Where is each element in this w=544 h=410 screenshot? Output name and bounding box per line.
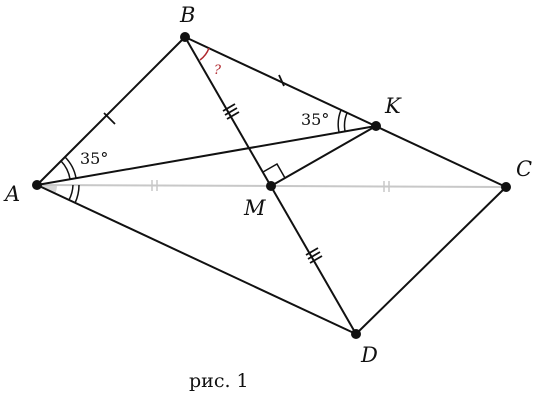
point-d xyxy=(351,329,361,339)
label-m: M xyxy=(243,196,266,220)
point-m xyxy=(266,181,276,191)
segment-ak xyxy=(36,125,377,186)
point-k xyxy=(371,121,381,131)
segment-cd xyxy=(355,186,507,335)
angle-arc-b-unknown xyxy=(199,47,210,61)
label-b: B xyxy=(179,3,195,27)
segment-ab xyxy=(36,36,186,186)
point-b xyxy=(180,32,190,42)
right-angle-mark xyxy=(262,162,286,179)
tick-ab xyxy=(103,112,116,125)
angle-arcs-a xyxy=(60,156,80,204)
angle-label-akb: 35° xyxy=(301,110,329,129)
segment-mk xyxy=(270,125,377,187)
label-a: A xyxy=(3,182,20,206)
label-c: C xyxy=(516,157,532,181)
angle-arcs-k xyxy=(337,109,348,133)
tick-bk xyxy=(278,74,285,87)
tick-mc xyxy=(383,181,390,192)
tick-bm xyxy=(222,103,240,120)
figure-caption: рис. 1 xyxy=(189,370,249,392)
segment-da xyxy=(36,184,357,335)
angle-label-bak: 35° xyxy=(80,149,108,168)
point-c xyxy=(501,182,511,192)
tick-md xyxy=(305,247,323,264)
point-a xyxy=(32,180,42,190)
label-d: D xyxy=(360,343,378,367)
label-k: K xyxy=(384,94,402,118)
angle-label-unknown: ? xyxy=(214,63,222,78)
tick-am xyxy=(151,180,158,191)
segment-bc xyxy=(184,36,507,188)
